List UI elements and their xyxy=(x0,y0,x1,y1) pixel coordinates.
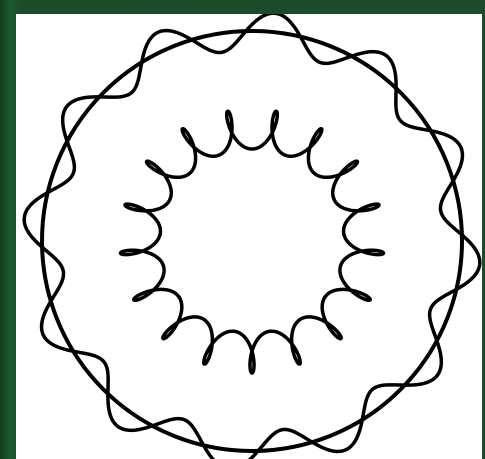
outer-ring-group xyxy=(24,14,480,459)
inner-coiled-ring xyxy=(121,111,384,373)
outer-reference-circle xyxy=(42,31,462,451)
outer-standing-wave xyxy=(24,14,480,459)
inner-coil-group xyxy=(121,111,384,373)
ring-diagram xyxy=(16,14,482,459)
figure-panel xyxy=(16,14,482,459)
